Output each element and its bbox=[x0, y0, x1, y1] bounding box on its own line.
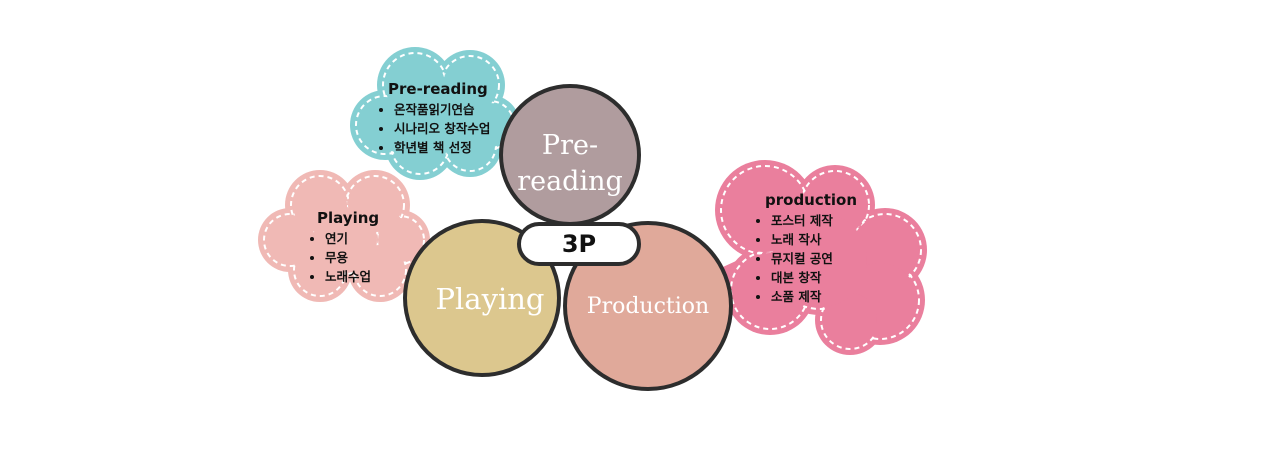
prereading-bubble-title: Pre-reading bbox=[388, 80, 488, 98]
prereading-circle-label: Pre- reading bbox=[517, 130, 623, 197]
playing-circle-label: Playing bbox=[435, 282, 545, 316]
list-item: 포스터 제작 bbox=[771, 211, 857, 230]
production-speech-cloud bbox=[712, 160, 927, 355]
list-item: 온작품읽기연습 bbox=[394, 100, 490, 119]
prereading-speech-cloud bbox=[350, 47, 528, 180]
list-item: 노래 작사 bbox=[771, 230, 857, 249]
prereading-bubble-text: Pre-reading 온작품읽기연습 시나리오 창작수업 학년별 책 선정 bbox=[388, 80, 490, 157]
playing-circle bbox=[403, 219, 561, 377]
playing-speech-cloud bbox=[258, 170, 440, 302]
center-3p-label: 3P bbox=[517, 222, 641, 266]
production-bubble-text: production 포스터 제작 노래 작사 뮤지컬 공연 대본 창작 소품 … bbox=[765, 191, 857, 306]
production-bubble-title: production bbox=[765, 191, 858, 209]
list-item: 연기 bbox=[325, 229, 379, 248]
list-item: 소품 제작 bbox=[771, 287, 857, 306]
list-item: 학년별 책 선정 bbox=[394, 138, 490, 157]
list-item: 시나리오 창작수업 bbox=[394, 119, 490, 138]
list-item: 무용 bbox=[325, 248, 379, 267]
playing-bubble-title: Playing bbox=[317, 209, 380, 227]
list-item: 대본 창작 bbox=[771, 268, 857, 287]
list-item: 뮤지컬 공연 bbox=[771, 249, 857, 268]
playing-bubble-text: Playing 연기 무용 노래수업 bbox=[317, 209, 379, 286]
list-item: 노래수업 bbox=[325, 267, 379, 286]
production-circle-label: Production bbox=[586, 294, 710, 319]
